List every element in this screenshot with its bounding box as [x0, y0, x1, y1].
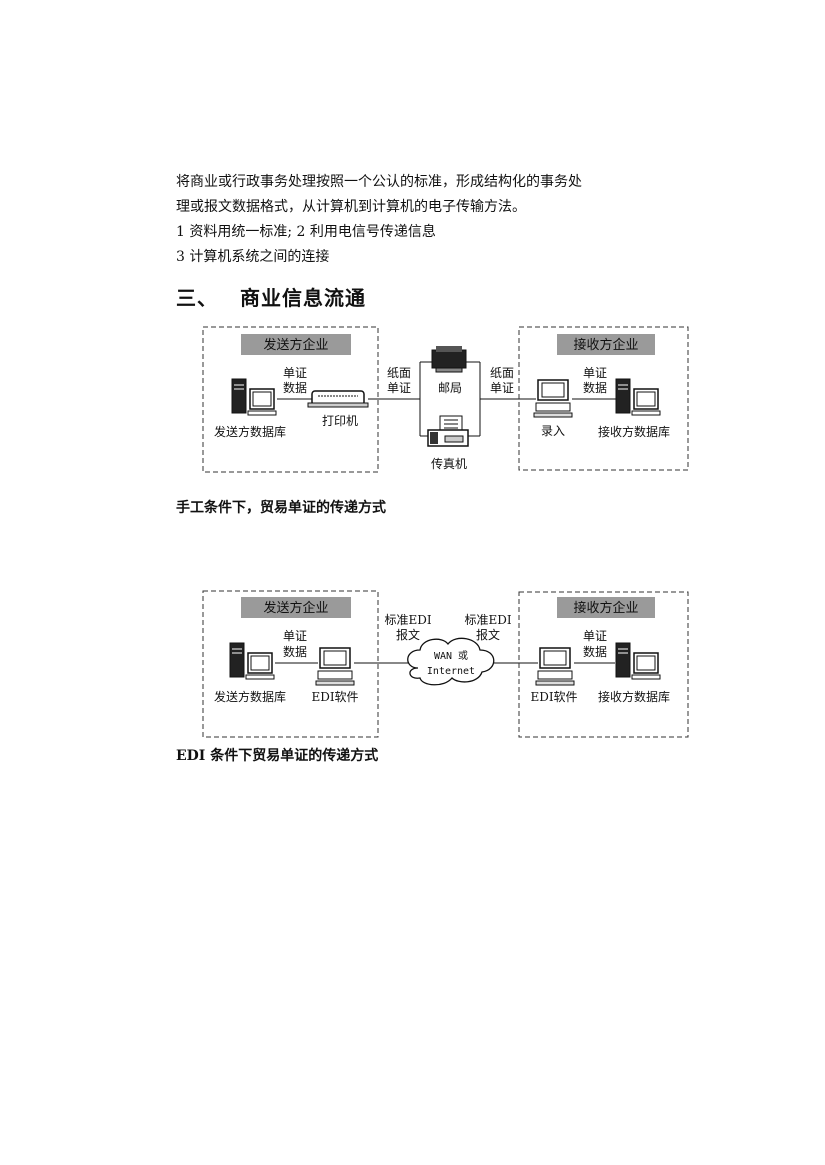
post-office-label: 邮局	[438, 381, 462, 395]
edi-diagram-caption: EDI 条件下贸易单证的传递方式	[176, 748, 379, 764]
paragraph-line-4: 3 计算机系统之间的连接	[176, 249, 330, 265]
sender-box-title: 发送方企业	[263, 337, 328, 353]
sender-database-icon	[231, 378, 277, 416]
entry-computer-icon	[533, 379, 573, 418]
fax-icon	[427, 415, 469, 447]
paper-doc-left-1: 纸面	[387, 366, 411, 380]
edi-receiver-software-label: EDI软件	[530, 690, 577, 704]
receiver-box-title: 接收方企业	[573, 337, 638, 353]
receiver-enterprise-box	[518, 326, 689, 471]
edi-msg-left-2: 报文	[396, 627, 420, 642]
recv-doc-data-2: 数据	[583, 380, 607, 395]
edi-sender-box-title: 发送方企业	[263, 600, 328, 616]
edi-doc-data-2: 数据	[283, 644, 307, 659]
edi-receiver-db-label: 接收方数据库	[598, 689, 670, 704]
receiver-database-icon	[615, 378, 661, 416]
section-title: 商业信息流通	[240, 286, 366, 310]
edi-recv-doc-data-2: 数据	[583, 644, 607, 659]
paper-doc-right-2: 单证	[490, 381, 514, 395]
receiver-db-label: 接收方数据库	[598, 424, 670, 439]
edi-sender-db-label: 发送方数据库	[214, 689, 286, 704]
paper-doc-right-1: 纸面	[490, 366, 514, 380]
fax-label: 传真机	[431, 456, 467, 471]
paragraph-line-2: 理或报文数据格式，从计算机到计算机的电子传输方法。	[176, 199, 526, 215]
post-office-icon	[431, 346, 467, 373]
edi-sender-software-label: EDI软件	[311, 690, 358, 704]
edi-sender-computer-icon	[315, 647, 355, 686]
edi-receiver-box-title: 接收方企业	[573, 600, 638, 616]
doc-data-label-1: 单证	[283, 366, 307, 380]
edi-msg-right-2: 报文	[476, 627, 500, 642]
paper-doc-left-2: 单证	[387, 381, 411, 395]
edi-receiver-database-icon	[615, 642, 661, 680]
doc-data-label-2: 数据	[283, 380, 307, 395]
sender-db-label: 发送方数据库	[214, 424, 286, 439]
paragraph-line-1: 将商业或行政事务处理按照一个公认的标准，形成结构化的事务处	[176, 174, 582, 190]
edi-msg-right-1: 标准EDI	[464, 613, 511, 627]
cloud-icon	[407, 637, 495, 686]
manual-diagram-caption: 手工条件下，贸易单证的传递方式	[176, 500, 386, 516]
edi-receiver-computer-icon	[535, 647, 575, 686]
section-heading: 三、商业信息流通	[176, 282, 366, 311]
edi-sender-database-icon	[229, 642, 275, 680]
edi-doc-data-1: 单证	[283, 629, 307, 643]
printer-label: 打印机	[322, 414, 358, 428]
edi-sender-enterprise-box	[202, 590, 379, 738]
recv-doc-data-1: 单证	[583, 366, 607, 380]
edi-msg-left-1: 标准EDI	[384, 613, 431, 627]
entry-label: 录入	[541, 424, 565, 438]
edi-receiver-enterprise-box	[518, 591, 689, 738]
paragraph-line-3: 1 资料用统一标准; 2 利用电信号传递信息	[176, 224, 436, 240]
edi-recv-doc-data-1: 单证	[583, 629, 607, 643]
cloud-label-2: Internet	[427, 666, 475, 677]
printer-icon	[307, 390, 369, 408]
cloud-label-1: WAN 或	[434, 650, 468, 662]
section-number: 三、	[176, 286, 218, 310]
